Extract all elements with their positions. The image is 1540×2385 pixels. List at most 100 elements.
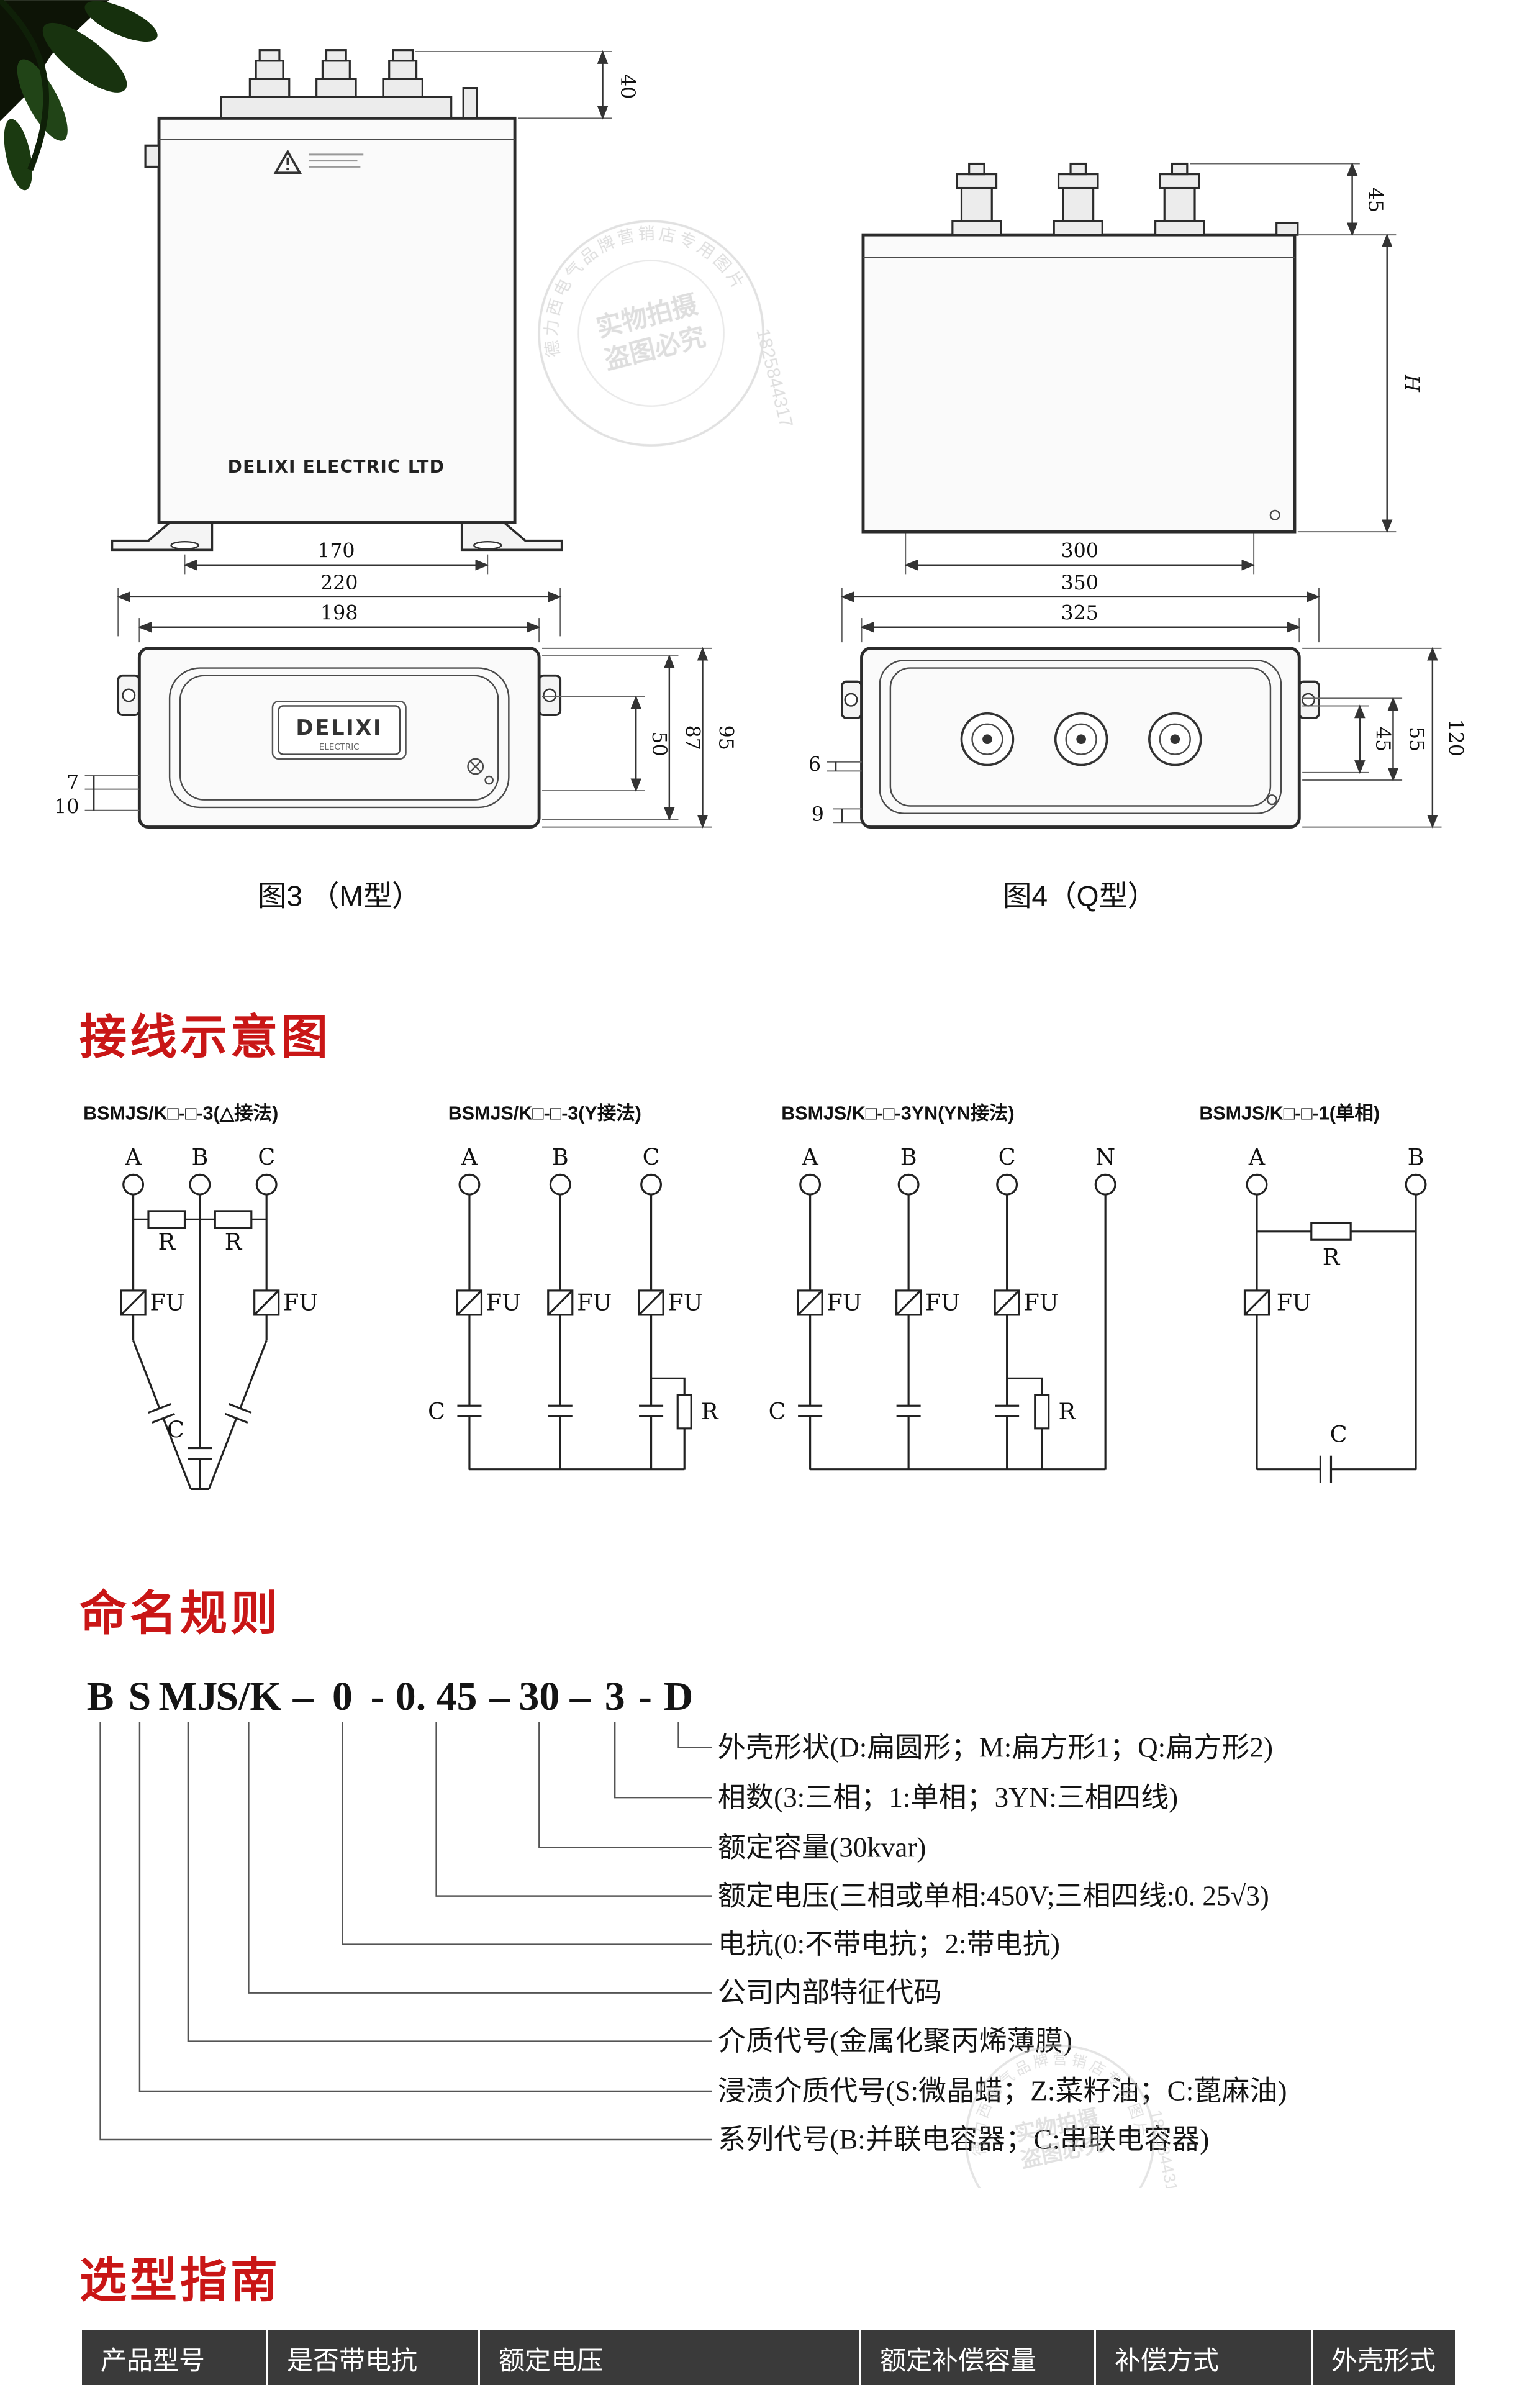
fuse-label: FU — [486, 1289, 521, 1316]
code-token: - — [638, 1674, 652, 1719]
selection-table-header: 产品型号 是否带电抗 额定电压 额定补偿容量 补偿方式 外壳形式 — [82, 2330, 1455, 2385]
fuse-label: FU — [668, 1289, 702, 1316]
resistor — [214, 1210, 253, 1229]
code-token: 30 — [519, 1674, 559, 1719]
code-token: – — [489, 1674, 511, 1719]
dim-40: 40 — [616, 74, 638, 99]
dim-9: 9 — [812, 804, 824, 826]
code-token: S/K — [215, 1674, 281, 1719]
resistor-label: R — [158, 1229, 176, 1255]
code-token: - — [371, 1674, 384, 1719]
code-token: – — [569, 1674, 591, 1719]
terminal-plate — [220, 96, 453, 119]
capacitor-branch — [132, 1340, 192, 1489]
brand-text: DELIXI ELECTRIC LTD — [228, 457, 445, 477]
dim-325: 325 — [1061, 602, 1098, 625]
col-header-reactor: 是否带电抗 — [268, 2330, 480, 2385]
terminal-label: B — [191, 1144, 208, 1171]
delixi-logo: DELIXI — [296, 716, 383, 740]
screw — [1269, 509, 1280, 520]
naming-explanation: 电抗(0:不带电抗；2:带电抗) — [718, 1928, 1060, 1960]
watermark-stamp: 德力西电气品牌营销店专用图片 实物拍摄 盗图必究 1825844317 — [519, 202, 796, 447]
code-token: B — [87, 1674, 114, 1719]
resistor — [1310, 1222, 1352, 1241]
screw — [467, 758, 494, 785]
wiring-diagram-y: BSMJS/K□-□-3(Y接法) A B C FU FU FU — [428, 1102, 719, 1471]
figure-q-front: 45 H 300 — [861, 162, 1423, 575]
terminal-circles — [960, 712, 1202, 766]
fuse-label: FU — [925, 1289, 960, 1316]
dim-H: H — [1400, 374, 1423, 393]
resistor-label: R — [701, 1398, 719, 1425]
code-token: MJ — [158, 1674, 217, 1719]
wiring-diagrams: BSMJS/K□-□-3(△接法) A B C R R FU FU — [83, 1102, 1427, 1490]
naming-explanation: 系列代号(B:并联电容器；C:串联电容器) — [718, 2124, 1209, 2155]
dimension-drawings: DELIXI ELECTRIC LTD 40 170 — [0, 0, 1467, 912]
naming-explanation: 额定容量(30kvar) — [718, 1832, 926, 1863]
terminal-label: C — [258, 1144, 275, 1171]
section-title-wiring: 接线示意图 — [79, 999, 331, 1067]
figure-m-front: DELIXI ELECTRIC LTD 40 170 — [111, 49, 638, 575]
section-title-naming-text: 命名规则 — [79, 1588, 281, 1640]
dim-45: 45 — [1364, 188, 1386, 212]
naming-rule-diagram: B S MJ S/K – 0 - 0. 45 – 30 – 3 - D 外壳 — [87, 1674, 1287, 2188]
dim-198: 198 — [320, 602, 358, 625]
section-title-wiring-text: 接线示意图 — [79, 1011, 331, 1064]
diagram-title: BSMJS/K□-□-3(△接法) — [83, 1102, 278, 1124]
dim-170: 170 — [317, 540, 355, 563]
plant-decoration — [0, 0, 158, 191]
terminal-label: B — [1408, 1144, 1424, 1171]
terminal-label: A — [461, 1144, 478, 1171]
code-token: D — [664, 1674, 694, 1719]
corner-tab — [1275, 222, 1299, 236]
naming-explanation: 额定电压(三相或单相:450V;三相四线:0. 25√3) — [718, 1880, 1269, 1911]
warning-icon — [273, 149, 364, 174]
code-token: 0. 45 — [396, 1674, 478, 1719]
section-title-naming: 命名规则 — [79, 1575, 281, 1643]
naming-code: B S MJ S/K – 0 - 0. 45 – 30 – 3 - D — [87, 1674, 694, 1719]
wiring-diagram-single-phase: BSMJS/K□-□-1(单相) A B R FU C — [1199, 1102, 1427, 1483]
col-header-model: 产品型号 — [82, 2330, 268, 2385]
naming-explanation: 浸渍介质代号(S:微晶蜡；Z:菜籽油；C:蓖麻油) — [718, 2076, 1287, 2107]
logo-plate — [271, 700, 407, 760]
diagram-title: BSMJS/K□-□-1(单相) — [1199, 1102, 1380, 1124]
resistor — [676, 1394, 692, 1430]
dim-350: 350 — [1061, 572, 1098, 594]
capacitor-label: C — [769, 1398, 786, 1425]
diagram-title: BSMJS/K□-□-3YN(YN接法) — [781, 1102, 1014, 1124]
svg-text:1825844317: 1825844317 — [753, 327, 796, 430]
dim-50: 50 — [648, 731, 670, 756]
dim-7: 7 — [66, 772, 79, 794]
dim-10: 10 — [54, 796, 79, 819]
diagram-title: BSMJS/K□-□-3(Y接法) — [448, 1102, 641, 1124]
col-header-compensation: 补偿方式 — [1096, 2330, 1313, 2385]
terminal-label: B — [552, 1144, 569, 1171]
code-token: 0 — [332, 1674, 353, 1719]
fuse-label: FU — [283, 1289, 318, 1316]
col-header-capacity: 额定补偿容量 — [861, 2330, 1096, 2385]
fuse-label: FU — [1023, 1289, 1058, 1316]
capacitor-label: C — [167, 1416, 184, 1443]
dim-95: 95 — [714, 725, 736, 750]
capacitor-label: C — [1330, 1421, 1348, 1448]
side-stud — [462, 87, 478, 119]
dim-45b: 45 — [1372, 727, 1394, 752]
code-token: 3 — [605, 1674, 625, 1719]
terminal-label: A — [801, 1144, 818, 1171]
dim-55: 55 — [1405, 727, 1427, 752]
section-title-selection-text: 选型指南 — [79, 2255, 281, 2307]
ground-stud — [144, 144, 160, 168]
resistor — [1034, 1394, 1050, 1430]
terminal-label: A — [1248, 1144, 1266, 1171]
terminal-label: N — [1095, 1144, 1115, 1171]
screw — [1266, 794, 1277, 806]
code-token: S — [129, 1674, 152, 1719]
naming-explanation: 介质代号(金属化聚丙烯薄膜) — [718, 2025, 1072, 2056]
figure-m-top: 220 198 DELIXI ELECTRIC — [54, 572, 736, 912]
figure4-caption: 图4（Q型） — [1003, 879, 1156, 912]
dim-6: 6 — [808, 753, 821, 776]
wiring-diagram-yn: BSMJS/K□-□-3YN(YN接法) A B C N FU FU FU — [769, 1102, 1116, 1471]
resistor-label: R — [1323, 1243, 1341, 1270]
figure-q-top: 350 325 — [808, 572, 1467, 912]
